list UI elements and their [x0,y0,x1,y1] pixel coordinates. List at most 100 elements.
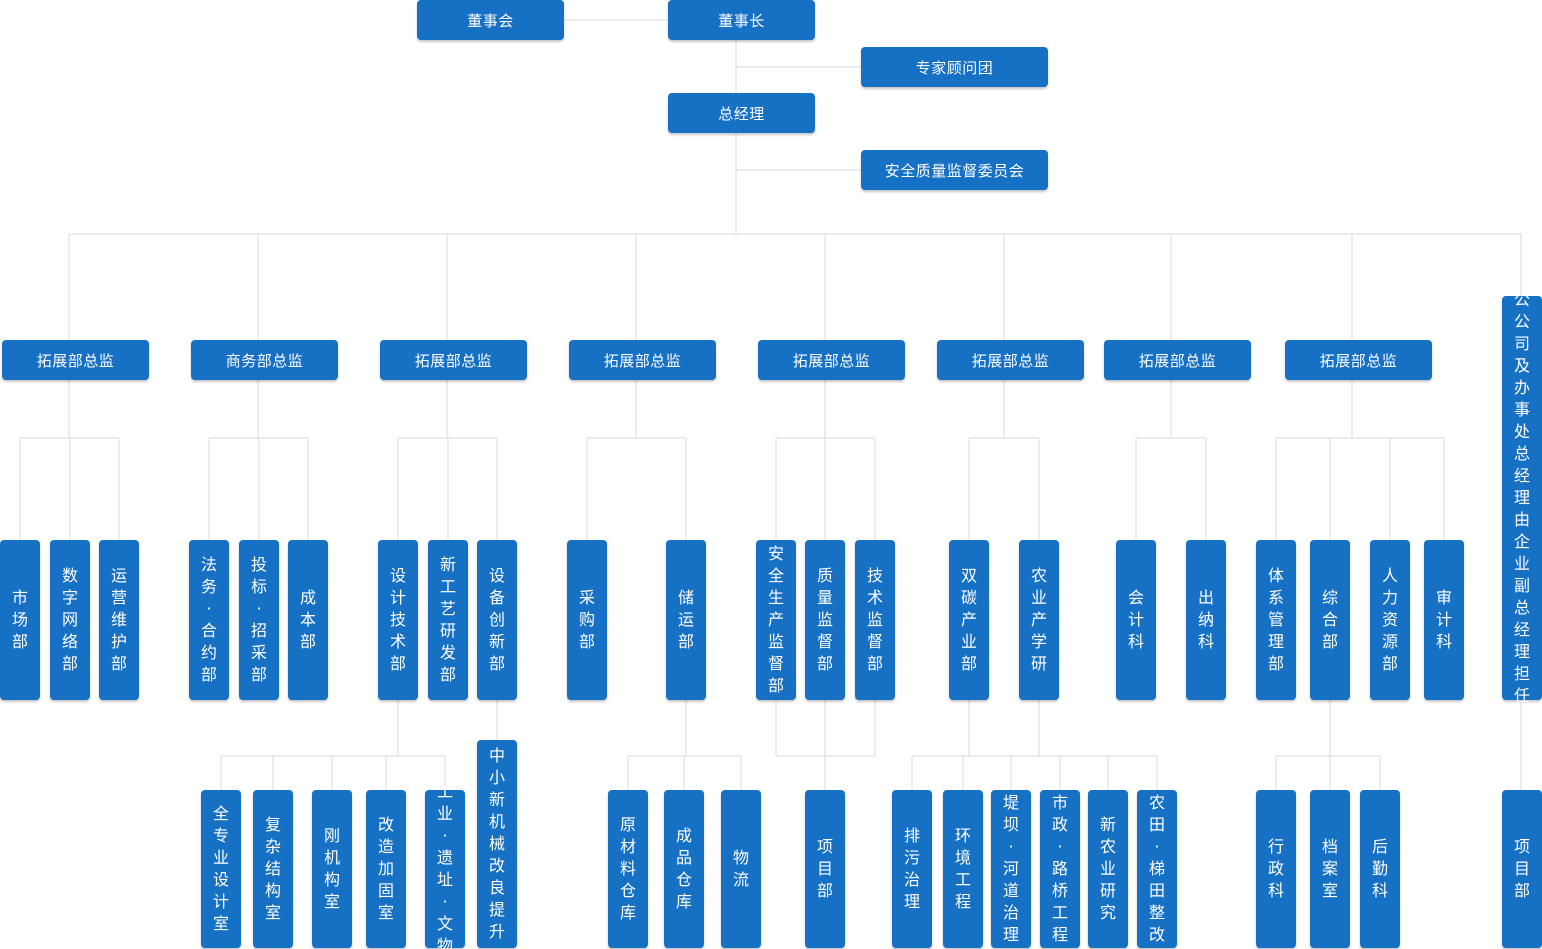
director-node[interactable]: 商务部总监 [191,340,338,380]
department-node-label: 质量监督部 [817,566,834,673]
safety-committee-node[interactable]: 安全质量监督委员会 [861,150,1048,190]
warehouse-node-label: 成品仓库 [676,826,693,911]
department-node-label: 设备创新部 [489,566,506,673]
board-node[interactable]: 董事会 [417,0,564,40]
department-node[interactable]: 新工艺研发部 [428,540,468,700]
director-node[interactable]: 拓展部总监 [569,340,716,380]
project-dept-node[interactable]: 项目部 [805,790,845,948]
department-node-label: 人力资源部 [1382,566,1399,673]
director-node-label: 拓展部总监 [414,351,493,370]
design-room-node-label: 改造加固室 [378,815,395,922]
warehouse-node[interactable]: 原材料仓库 [608,790,648,948]
carbon-project-node-label: 农田·梯田整改 [1149,793,1166,944]
chairman-node[interactable]: 董事长 [668,0,815,40]
director-node[interactable]: 拓展部总监 [380,340,527,380]
admin-office-node-label: 行政科 [1268,837,1285,900]
director-node[interactable]: 拓展部总监 [1104,340,1251,380]
admin-office-node[interactable]: 行政科 [1256,790,1296,948]
director-node-label: 商务部总监 [225,351,304,370]
branch-node[interactable]: 公公司及办事处总经理由企业副总经理担任 [1502,290,1542,705]
warehouse-node[interactable]: 物流 [721,790,761,948]
carbon-project-node[interactable]: 环境工程 [943,790,983,948]
director-node[interactable]: 拓展部总监 [758,340,905,380]
carbon-project-node[interactable]: 农田·梯田整改 [1137,790,1177,948]
gm-node[interactable]: 总经理 [668,93,815,133]
design-room-node-label: 刚机构室 [324,826,341,911]
department-node[interactable]: 数字网络部 [50,540,90,700]
branch-project-node[interactable]: 项目部 [1502,790,1542,948]
design-room-node[interactable]: 刚机构室 [312,790,352,948]
department-node[interactable]: 采购部 [567,540,607,700]
carbon-project-node[interactable]: 堤坝·河道治理 [991,790,1031,948]
department-node[interactable]: 人力资源部 [1370,540,1410,700]
director-node[interactable]: 拓展部总监 [1285,340,1432,380]
department-node[interactable]: 成本部 [288,540,328,700]
equip-improve-node-label: 中小新机械改良提升 [489,746,506,941]
gm-node-label: 总经理 [718,104,765,123]
department-node[interactable]: 安全生产监督部 [756,540,796,700]
department-node[interactable]: 运营维护部 [99,540,139,700]
department-node[interactable]: 农业产学研 [1019,540,1059,700]
department-node-label: 农业产学研 [1031,566,1048,673]
department-node[interactable]: 审计科 [1424,540,1464,700]
department-node-label: 成本部 [300,588,317,651]
department-node-label: 采购部 [579,588,596,651]
department-node-label: 出纳科 [1198,588,1215,651]
department-node-label: 法务·合约部 [201,555,218,684]
equip-improve-node[interactable]: 中小新机械改良提升 [477,740,517,948]
admin-office-node[interactable]: 后勤科 [1360,790,1400,948]
department-node-label: 技术监督部 [867,566,884,673]
branch-node-label: 公公司及办事处总经理由企业副总经理担任 [1514,290,1531,705]
department-node[interactable]: 市场部 [0,540,40,700]
director-node-label: 拓展部总监 [971,351,1050,370]
department-node[interactable]: 投标·招采部 [239,540,279,700]
department-node[interactable]: 出纳科 [1186,540,1226,700]
department-node[interactable]: 综合部 [1310,540,1350,700]
design-room-node[interactable]: 全专业设计室 [201,790,241,948]
warehouse-node-label: 物流 [733,848,750,889]
carbon-project-node[interactable]: 排污治理 [892,790,932,948]
safety-committee-node-label: 安全质量监督委员会 [884,161,1025,180]
carbon-project-node[interactable]: 市政·路桥工程 [1040,790,1080,948]
department-node-label: 安全生产监督部 [768,544,785,695]
department-node[interactable]: 双碳产业部 [949,540,989,700]
director-node[interactable]: 拓展部总监 [2,340,149,380]
design-room-node-label: 复杂结构室 [265,815,282,922]
department-node[interactable]: 会计科 [1116,540,1156,700]
board-node-label: 董事会 [467,11,514,30]
director-node-label: 拓展部总监 [603,351,682,370]
admin-office-node-label: 档案室 [1322,837,1339,900]
design-room-node[interactable]: 复杂结构室 [253,790,293,948]
department-node-label: 市场部 [12,588,29,651]
department-node-label: 双碳产业部 [961,566,978,673]
director-node-label: 拓展部总监 [1138,351,1217,370]
carbon-project-node-label: 堤坝·河道治理 [1003,793,1020,944]
department-node[interactable]: 设备创新部 [477,540,517,700]
carbon-project-node[interactable]: 新农业研究 [1088,790,1128,948]
department-node-label: 数字网络部 [62,566,79,673]
warehouse-node[interactable]: 成品仓库 [664,790,704,948]
department-node[interactable]: 设计技术部 [378,540,418,700]
department-node[interactable]: 技术监督部 [855,540,895,700]
department-node[interactable]: 储运部 [666,540,706,700]
project-dept-node-label: 项目部 [817,837,834,900]
director-node-label: 拓展部总监 [792,351,871,370]
experts-node[interactable]: 专家顾问团 [861,47,1048,87]
department-node[interactable]: 法务·合约部 [189,540,229,700]
design-room-node[interactable]: 工业·遗址·文物 [425,782,465,949]
director-node[interactable]: 拓展部总监 [937,340,1084,380]
director-node-label: 拓展部总监 [1319,351,1398,370]
department-node-label: 设计技术部 [390,566,407,673]
department-node-label: 运营维护部 [111,566,128,673]
department-node-label: 审计科 [1436,588,1453,651]
admin-office-node[interactable]: 档案室 [1310,790,1350,948]
experts-node-label: 专家顾问团 [915,58,994,77]
design-room-node[interactable]: 改造加固室 [366,790,406,948]
department-node[interactable]: 质量监督部 [805,540,845,700]
department-node[interactable]: 体系管理部 [1256,540,1296,700]
director-node-label: 拓展部总监 [36,351,115,370]
carbon-project-node-label: 新农业研究 [1100,815,1117,922]
carbon-project-node-label: 排污治理 [904,826,921,911]
